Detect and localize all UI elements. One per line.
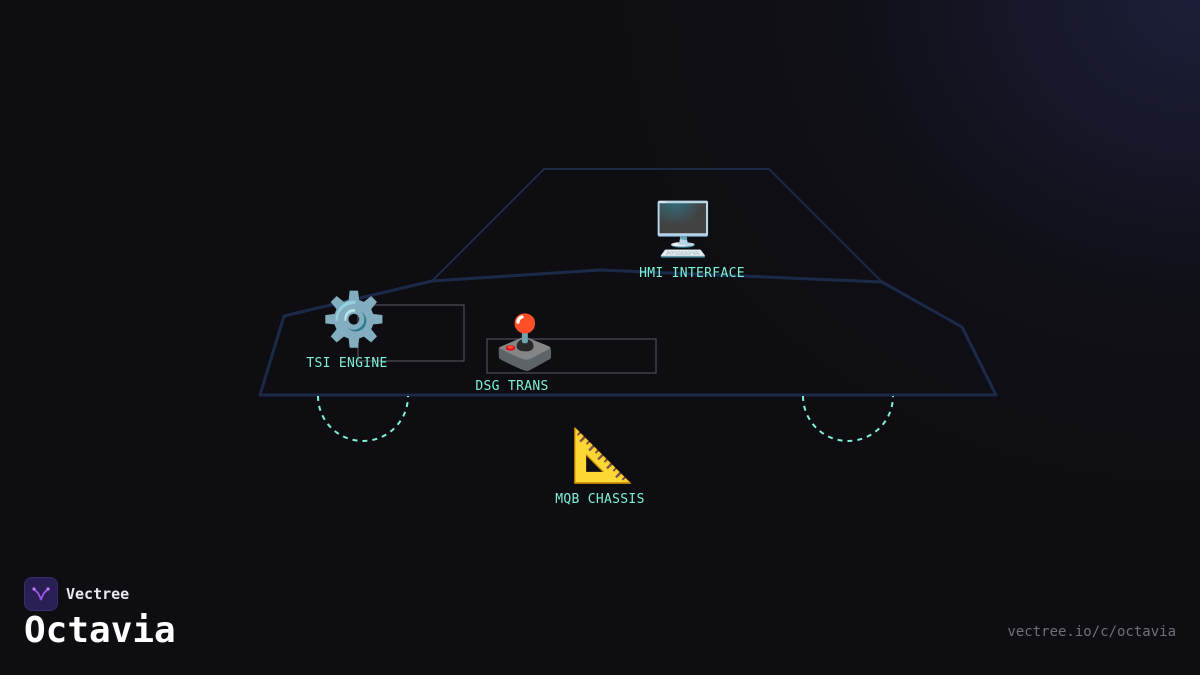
transmission-box — [486, 338, 657, 374]
node-label-hmi-interface: HMI INTERFACE — [639, 266, 745, 281]
triangular-ruler-icon[interactable]: 📐 — [570, 426, 636, 486]
node-label-tsi-engine: TSI ENGINE — [306, 356, 388, 371]
brand[interactable]: Vectree — [24, 577, 129, 611]
joystick-icon[interactable]: 🕹️ — [492, 313, 558, 373]
page-title: Octavia — [24, 610, 176, 651]
engine-block-box — [357, 304, 465, 362]
node-label-mqb-chassis: MQB CHASSIS — [555, 492, 645, 507]
car-cabin-outline — [431, 168, 883, 283]
rear-wheel — [802, 395, 894, 442]
node-label-dsg-trans: DSG TRANS — [475, 379, 549, 394]
share-url-link[interactable]: vectree.io/c/octavia — [1007, 624, 1176, 640]
gear-icon[interactable]: ⚙️ — [321, 290, 387, 350]
vectree-logo-icon — [24, 577, 58, 611]
computer-monitor-icon[interactable]: 🖥️ — [650, 200, 716, 260]
car-body-outline — [258, 268, 998, 397]
front-wheel — [317, 395, 409, 442]
brand-name: Vectree — [66, 585, 130, 603]
